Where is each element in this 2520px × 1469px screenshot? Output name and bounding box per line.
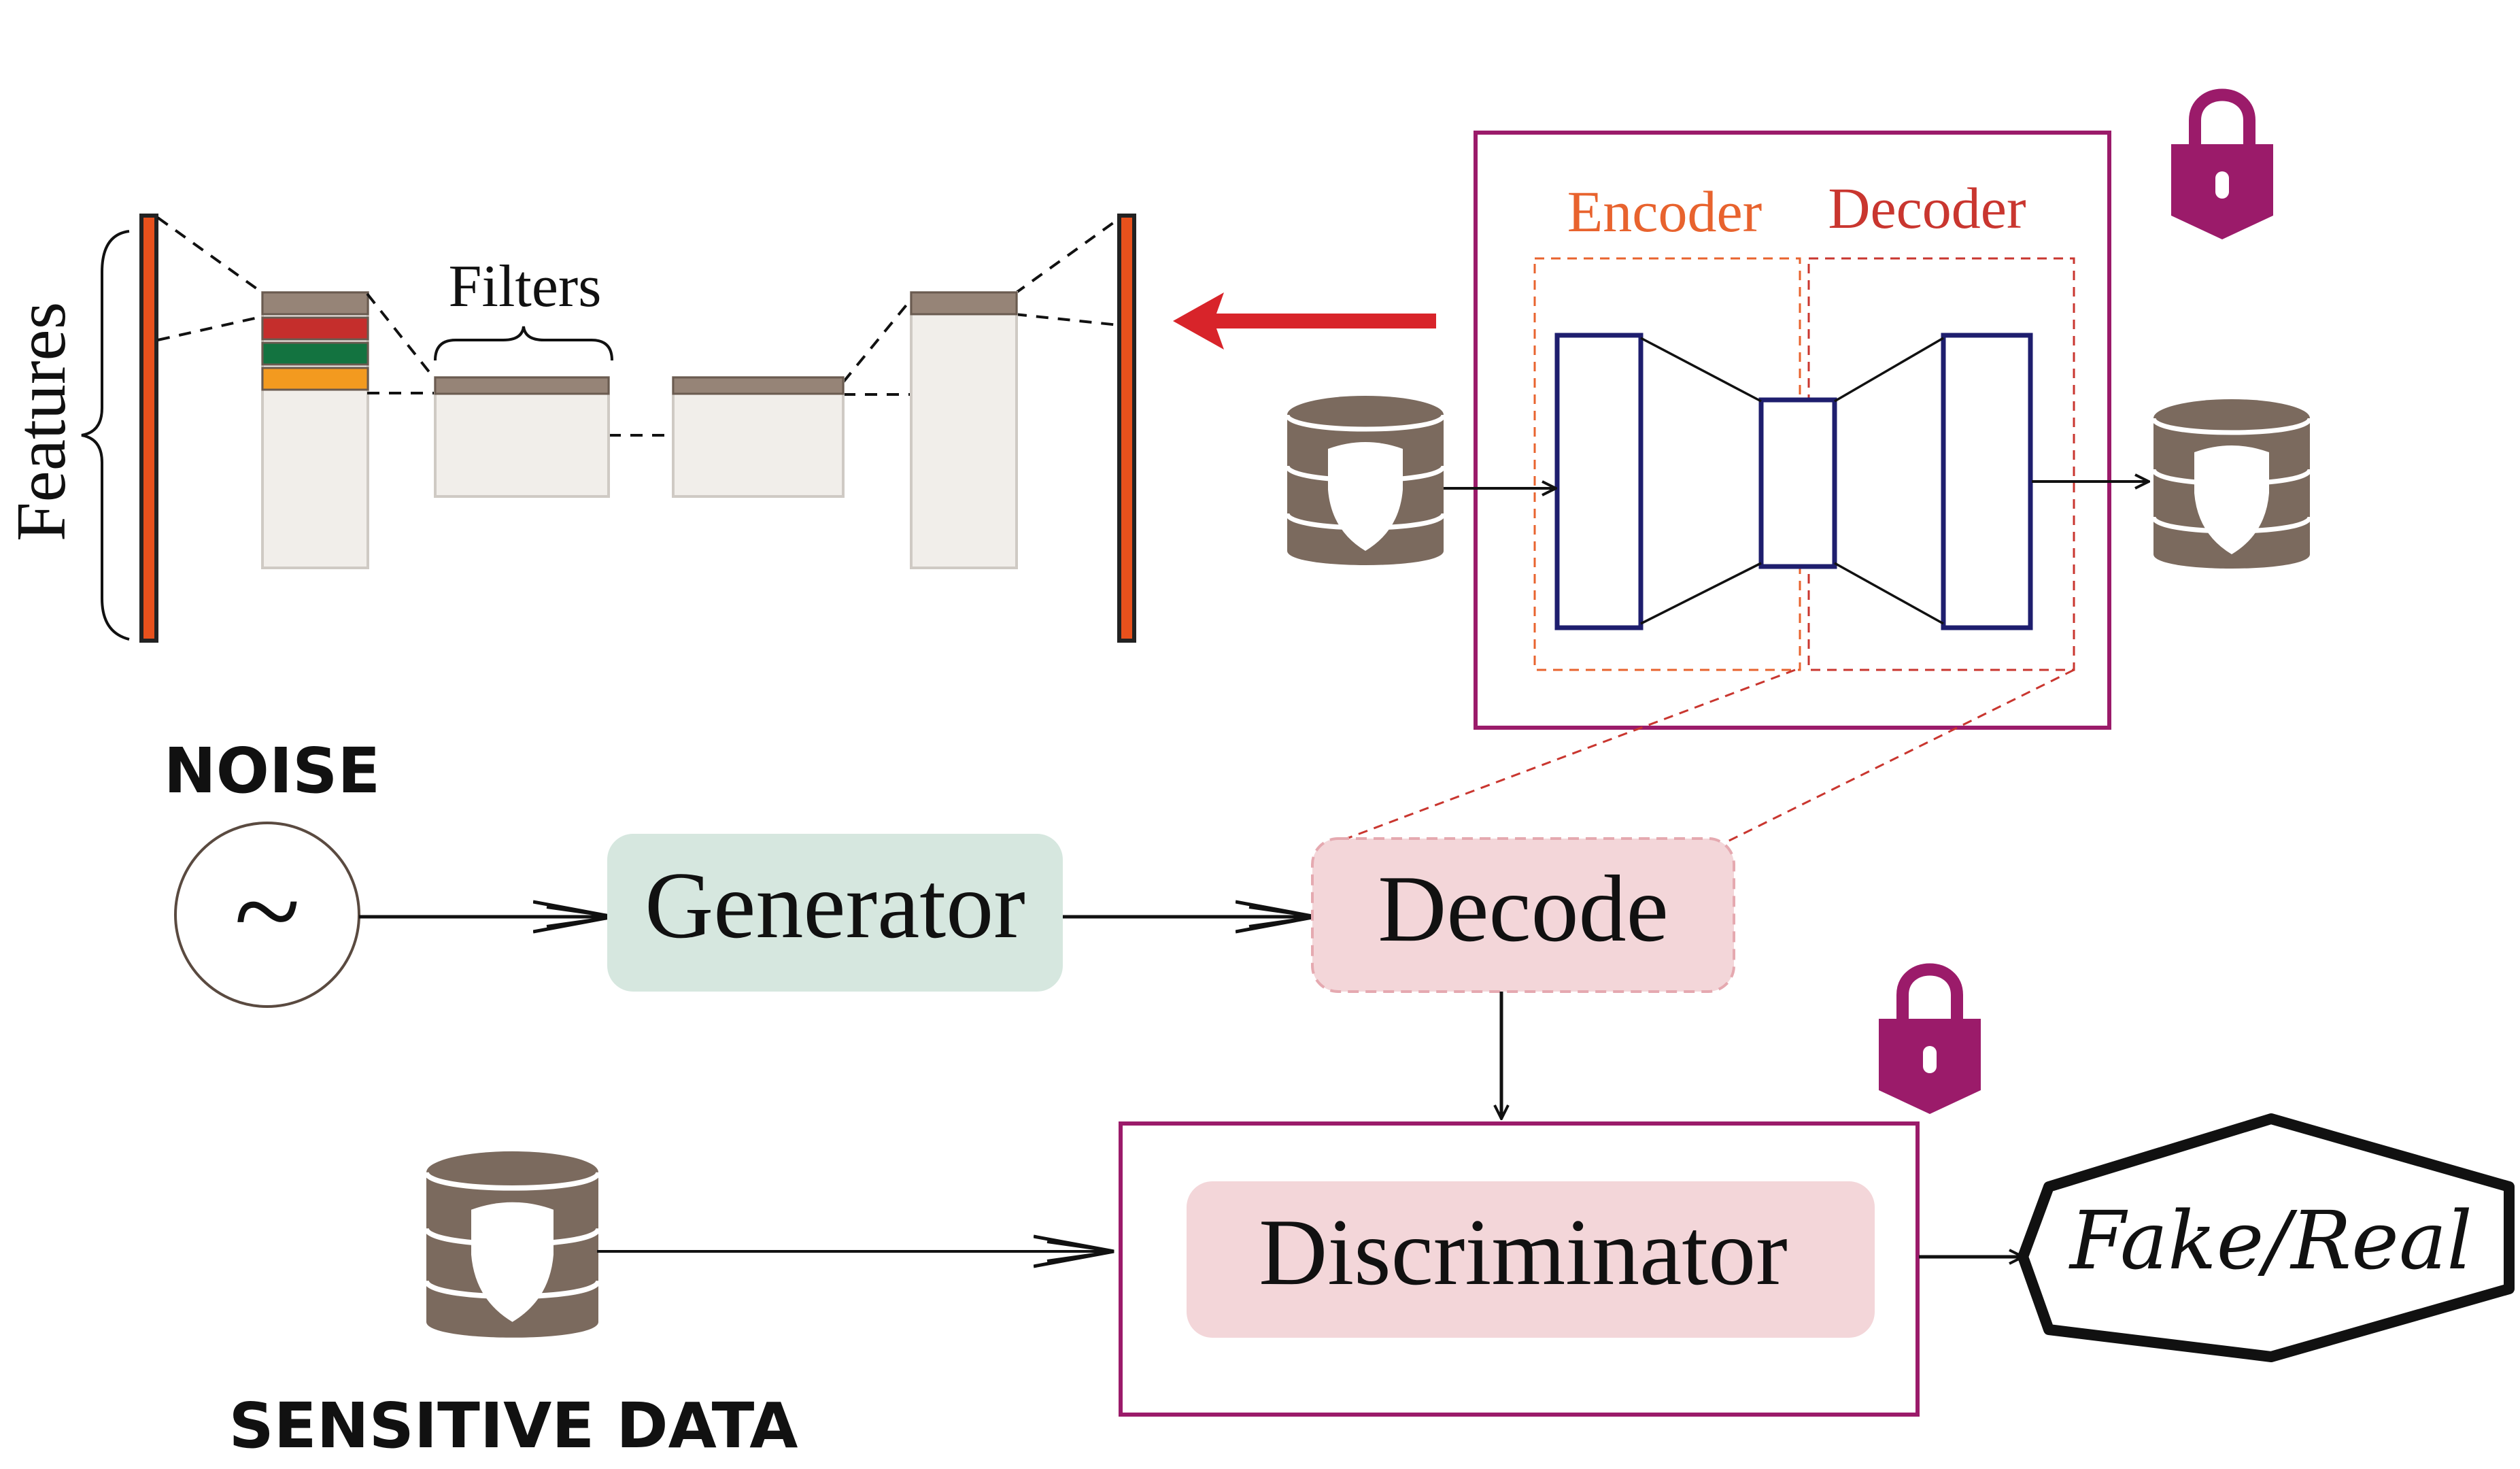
- filter-block-2: [434, 376, 610, 498]
- filter-strip-brown: [261, 291, 369, 316]
- filter-block-2-top: [434, 376, 610, 395]
- filter-strip-red: [261, 316, 369, 341]
- filter-block-4: [910, 291, 1018, 569]
- noise-label: NOISE: [164, 734, 381, 807]
- decode-label: Decode: [1378, 856, 1669, 962]
- noise-circle-icon: [174, 822, 360, 1008]
- output-label: Fake/Real: [2068, 1194, 2472, 1287]
- filter-block-4-top: [910, 291, 1018, 316]
- features-brace: [81, 230, 130, 641]
- gan-section: NOISE ~ Generator Decode Discriminator S…: [164, 734, 2515, 1462]
- output-hexagon: [2017, 1113, 2515, 1362]
- decode-link-lines: [1342, 669, 2075, 845]
- decoder-layer: [1941, 333, 2033, 630]
- encoder-label: Encoder: [1567, 179, 1763, 244]
- encoder-layer: [1554, 333, 1644, 630]
- generator-label: Generator: [645, 853, 1025, 958]
- decode-box: [1311, 837, 1735, 993]
- database-shield-icon: [1287, 396, 1444, 565]
- bottleneck-layer: [1758, 397, 1837, 569]
- projection-lines: [156, 216, 1120, 437]
- decoder-label: Decoder: [1828, 175, 2026, 241]
- discriminator-frame: [1119, 1121, 1920, 1417]
- autoencoder-connectors: [1640, 337, 1944, 625]
- features-section: Features Filters: [2, 214, 1436, 643]
- features-label: Features: [2, 302, 80, 541]
- autoencoder-section: Encoder Decoder: [1287, 95, 2310, 730]
- lock-icon: [1879, 970, 1981, 1115]
- database-shield-icon: [426, 1151, 598, 1338]
- database-shield-icon: [2153, 399, 2310, 569]
- filter-strip-green: [261, 341, 369, 366]
- discriminator-box: [1187, 1181, 1875, 1338]
- lock-icon: [2171, 95, 2273, 240]
- noise-symbol: ~: [234, 843, 300, 979]
- generator-box: [607, 834, 1063, 992]
- input-feature-bar: [139, 214, 158, 643]
- output-feature-bar: [1117, 214, 1136, 643]
- filters-label: Filters: [449, 254, 602, 320]
- filter-block-3: [672, 376, 845, 498]
- filter-block-3-top: [672, 376, 845, 395]
- discriminator-label: Discriminator: [1259, 1200, 1788, 1305]
- filters-brace: [434, 326, 613, 361]
- encoder-dashed-box: [1533, 257, 1801, 671]
- sensitive-data-label: SENSITIVE DATA: [229, 1389, 798, 1462]
- red-arrow-head: [1173, 292, 1224, 350]
- filter-strip-orange: [261, 367, 369, 391]
- autoencoder-frame: [1474, 131, 2111, 730]
